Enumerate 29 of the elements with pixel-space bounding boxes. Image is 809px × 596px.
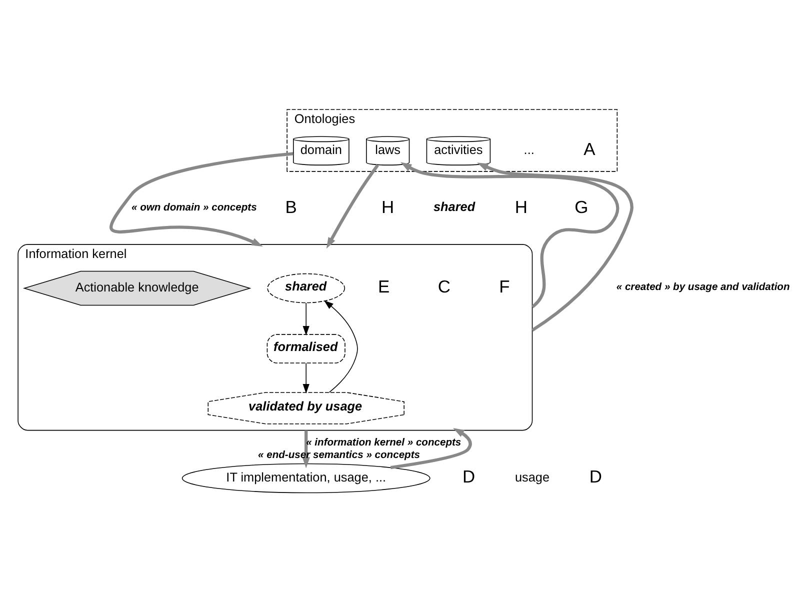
arrow — [400, 162, 620, 308]
edge-label: « end-user semantics » concepts — [258, 450, 420, 462]
label: C — [438, 276, 450, 297]
label: F — [499, 276, 510, 297]
arrow — [302, 302, 310, 336]
label: E — [378, 276, 390, 297]
arrow — [324, 300, 358, 393]
arrow — [477, 162, 634, 332]
label: H — [382, 197, 394, 218]
label: A — [584, 139, 596, 160]
label: D — [462, 466, 476, 487]
edge-label: « own domain » concepts — [132, 202, 257, 214]
label: G — [574, 197, 588, 218]
label: D — [589, 466, 602, 487]
arrow — [302, 362, 310, 394]
arrow — [326, 164, 379, 249]
label: usage — [514, 470, 550, 484]
edge-label: « information kernel » concepts — [306, 438, 462, 449]
node-ellipse: shared — [267, 273, 346, 304]
node-box: formalised — [266, 334, 346, 364]
label: B — [285, 197, 297, 218]
label: shared — [433, 200, 476, 214]
label: H — [514, 197, 528, 218]
label: ... — [524, 142, 534, 157]
arrow — [302, 430, 310, 468]
edge-label: « created » by usage and validation — [616, 282, 790, 294]
arrow — [390, 428, 472, 470]
arrow — [110, 152, 294, 246]
node-ellipse: IT implementation, usage, ... — [182, 463, 430, 494]
